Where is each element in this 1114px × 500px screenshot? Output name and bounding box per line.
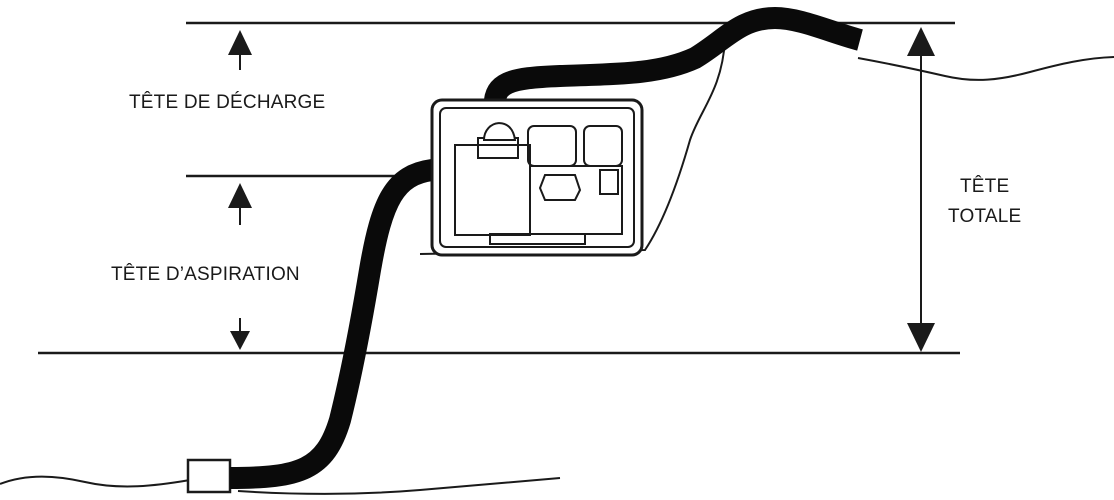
discharge-port [482, 122, 517, 141]
pump-frame-inner [439, 107, 635, 248]
discharge-hose [483, 6, 863, 112]
discharge-head-arrow [228, 30, 252, 70]
ground-contour-upper [857, 56, 1114, 81]
hill-contour [419, 39, 726, 255]
pump-base [489, 233, 586, 245]
total-head-label-line1: TÊTE [960, 176, 1010, 197]
suction-head-arrow-up [228, 183, 252, 225]
pump [430, 98, 644, 257]
pump-frame-outer [430, 98, 644, 257]
ground-contour-lower [0, 475, 561, 495]
recoil-starter [538, 174, 582, 201]
strainer [186, 458, 232, 494]
suction-head-arrow-down [230, 318, 250, 350]
suction-head-label: TÊTE D’ASPIRATION [111, 264, 300, 285]
suction-hose [229, 159, 434, 489]
muffler [599, 169, 619, 195]
total-head-arrow [907, 27, 935, 352]
discharge-head-label: TÊTE DE DÉCHARGE [129, 92, 326, 113]
total-head-label: TÊTE TOTALE [948, 172, 1021, 232]
total-head-label-line2: TOTALE [948, 206, 1022, 227]
